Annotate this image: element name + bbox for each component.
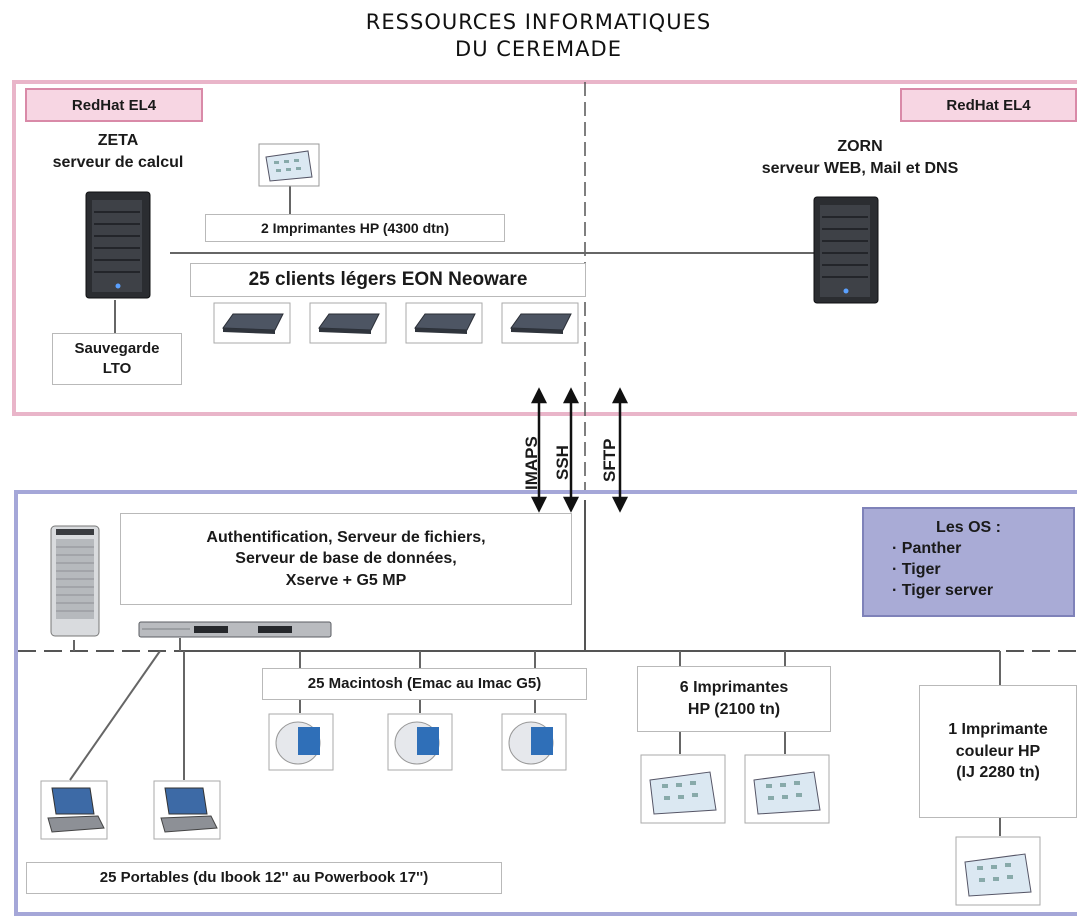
os-item: · Tiger server	[892, 581, 994, 599]
os-item: · Panther	[892, 540, 962, 557]
powermac-icon	[50, 525, 100, 637]
emac-icon	[387, 713, 453, 771]
thin-client-icon	[309, 302, 387, 344]
macintosh-box: 25 Macintosh (Emac au Imac G5)	[262, 668, 587, 700]
protocol-sftp: SFTP	[600, 438, 619, 482]
zorn-role: serveur WEB, Mail et DNS	[761, 159, 959, 177]
backup-line1: Sauvegarde	[74, 339, 160, 357]
emac-icon	[268, 713, 334, 771]
zorn-name: ZORN	[837, 138, 883, 155]
services-box: Authentification, Serveur de fichiers, S…	[120, 513, 572, 605]
diagram-title-line1: RESSOURCES INFORMATIQUES	[365, 10, 712, 34]
server-icon	[813, 196, 879, 304]
services-line1: Authentification, Serveur de fichiers,	[206, 528, 486, 546]
os-item: · Tiger	[892, 560, 941, 578]
printers6-line2: HP (2100 tn)	[687, 701, 781, 718]
backup-lto-box: Sauvegarde LTO	[52, 333, 182, 385]
color-printer-line1: 1 Imprimante	[948, 721, 1048, 739]
thin-client-icon	[501, 302, 579, 344]
printer-icon	[640, 754, 726, 824]
os-list: · Panther · Tiger · Tiger server	[892, 539, 1073, 601]
os-title: Les OS :	[936, 519, 1001, 536]
diagram-title-line2: DU CEREMADE	[455, 37, 622, 61]
thin-clients-box: 25 clients légers EON Neoware	[190, 263, 586, 297]
redhat-tag-right: RedHat EL4	[900, 88, 1077, 122]
protocol-ssh: SSH	[553, 445, 572, 480]
printer-icon	[744, 754, 830, 824]
redhat-zone	[12, 80, 1077, 416]
thin-client-row	[213, 302, 583, 346]
emac-icon	[501, 713, 567, 771]
zeta-name: ZETA	[97, 132, 139, 149]
thin-client-icon	[213, 302, 291, 344]
printer-icon	[258, 143, 320, 187]
os-box: Les OS : · Panther · Tiger · Tiger serve…	[862, 507, 1075, 617]
printer-icon	[955, 836, 1041, 906]
xserve-icon	[138, 621, 332, 638]
color-printer-line2: couleur HP	[955, 742, 1041, 760]
color-printer-line3: (IJ 2280 tn)	[956, 764, 1040, 782]
redhat-tag-left: RedHat EL4	[25, 88, 203, 122]
printers-hp-4300-box: 2 Imprimantes HP (4300 dtn)	[205, 214, 505, 242]
services-line3: Xserve + G5 MP	[285, 571, 407, 589]
zeta-label: ZETA serveur de calcul	[18, 130, 218, 173]
printers6-line1: 6 Imprimantes	[679, 679, 789, 697]
protocol-imaps: IMAPS	[522, 436, 541, 490]
color-printer-box: 1 Imprimante couleur HP (IJ 2280 tn)	[919, 685, 1077, 818]
server-icon	[85, 191, 151, 299]
mac-zone	[14, 490, 1077, 916]
thin-client-icon	[405, 302, 483, 344]
printers-hp-2100-box: 6 Imprimantes HP (2100 tn)	[637, 666, 831, 732]
zorn-label: ZORN serveur WEB, Mail et DNS	[700, 136, 1020, 179]
laptops-box: 25 Portables (du Ibook 12'' au Powerbook…	[26, 862, 502, 894]
zeta-role: serveur de calcul	[52, 153, 184, 171]
services-line2: Serveur de base de données,	[235, 550, 457, 568]
laptop-icon	[153, 780, 221, 840]
laptop-icon	[40, 780, 108, 840]
backup-line2: LTO	[102, 360, 132, 377]
